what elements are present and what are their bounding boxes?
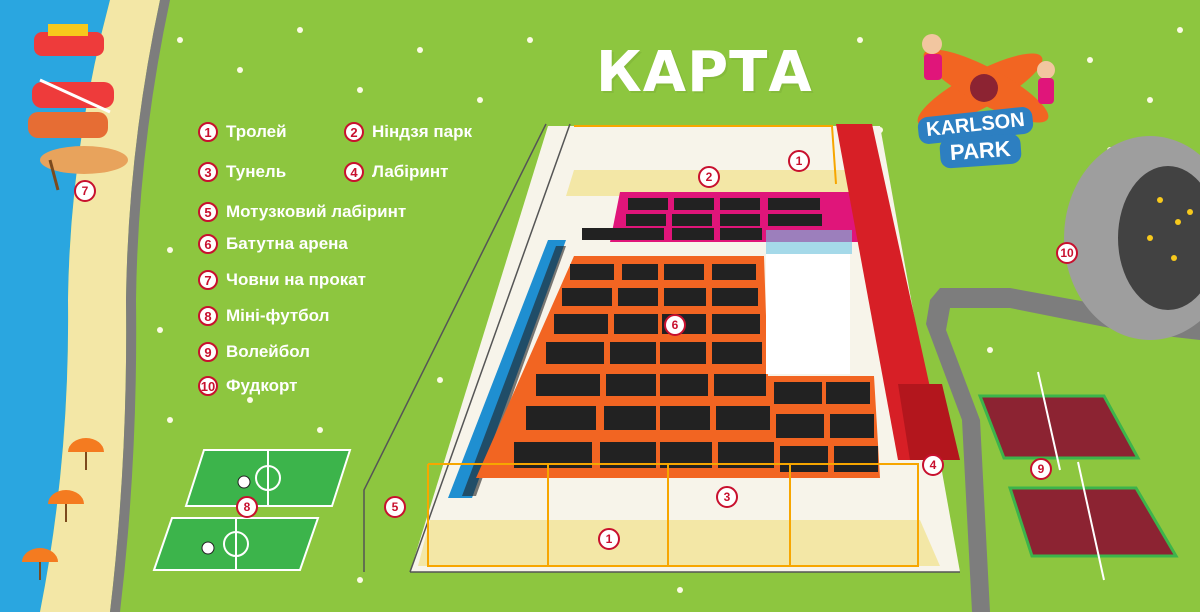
beach-road xyxy=(110,0,170,612)
boats-icon xyxy=(28,24,128,191)
marker-volleyball[interactable]: 9 xyxy=(1030,458,1052,480)
legend-number: 8 xyxy=(198,306,218,326)
legend-item-6: 6 Батутна арена xyxy=(198,234,348,254)
ninja-mats xyxy=(582,198,822,240)
legend-number: 4 xyxy=(344,162,364,182)
marker-labyrinth[interactable]: 4 xyxy=(922,454,944,476)
legend-label: Мотузковий лабіринт xyxy=(226,202,407,221)
beach xyxy=(40,0,160,612)
legend-item-7: 7 Човни на прокат xyxy=(198,270,366,290)
legend-label: Батутна арена xyxy=(226,234,348,253)
marker-trampoline-arena[interactable]: 6 xyxy=(664,314,686,336)
labyrinth-wall xyxy=(836,124,946,460)
water xyxy=(0,0,110,612)
legend-number: 7 xyxy=(198,270,218,290)
legend-number: 5 xyxy=(198,202,218,222)
marker-ninja-park[interactable]: 2 xyxy=(698,166,720,188)
page-title: КАРТА xyxy=(596,40,813,105)
legend-label: Фудкорт xyxy=(226,376,298,395)
legend-number: 9 xyxy=(198,342,218,362)
food-court-area xyxy=(1064,136,1200,340)
legend-item-1: 1 Тролей xyxy=(198,122,287,142)
legend-label: Тролей xyxy=(226,122,287,141)
legend-item-8: 8 Міні-футбол xyxy=(198,306,329,326)
legend-item-3: 3 Тунель xyxy=(198,162,286,182)
marker-tunnel[interactable]: 3 xyxy=(716,486,738,508)
arena-fence xyxy=(363,123,960,573)
volleyball-courts xyxy=(977,371,1179,581)
legend-item-5: 5 Мотузковий лабіринт xyxy=(198,202,406,222)
beach-umbrellas-icon xyxy=(22,438,104,580)
legend-item-9: 9 Волейбол xyxy=(198,342,310,362)
legend-number: 1 xyxy=(198,122,218,142)
sand-bottom xyxy=(418,520,940,566)
play-zone xyxy=(766,254,850,374)
legend-label: Тунель xyxy=(226,162,287,181)
legend-number: 3 xyxy=(198,162,218,182)
legend-number: 6 xyxy=(198,234,218,254)
marker-mini-football[interactable]: 8 xyxy=(236,496,258,518)
park-logo-illustration xyxy=(917,34,1055,127)
marker-food-court[interactable]: 10 xyxy=(1056,242,1078,264)
legend-label: Човни на прокат xyxy=(226,270,366,289)
marker-zipline-top[interactable]: 1 xyxy=(788,150,810,172)
zipline-frame xyxy=(427,125,919,567)
marker-zipline-bottom[interactable]: 1 xyxy=(598,528,620,550)
legend-number: 10 xyxy=(198,376,218,396)
trampoline-mats xyxy=(514,264,878,472)
park-logo: KARLSON PARK xyxy=(900,18,1060,178)
football-fields xyxy=(152,449,352,571)
logo-text-park: PARK xyxy=(939,133,1022,169)
legend-item-10: 10 Фудкорт xyxy=(198,376,298,396)
marker-boats[interactable]: 7 xyxy=(74,180,96,202)
marker-rope-labyrinth[interactable]: 5 xyxy=(384,496,406,518)
legend-item-4: 4 Лабіринт xyxy=(344,162,448,182)
legend-label: Лабіринт xyxy=(372,162,449,181)
legend-number: 2 xyxy=(344,122,364,142)
legend-label: Волейбол xyxy=(226,342,310,361)
legend-item-2: 2 Ніндзя парк xyxy=(344,122,472,142)
legend-label: Ніндзя парк xyxy=(372,122,472,141)
legend-label: Міні-футбол xyxy=(226,306,330,325)
